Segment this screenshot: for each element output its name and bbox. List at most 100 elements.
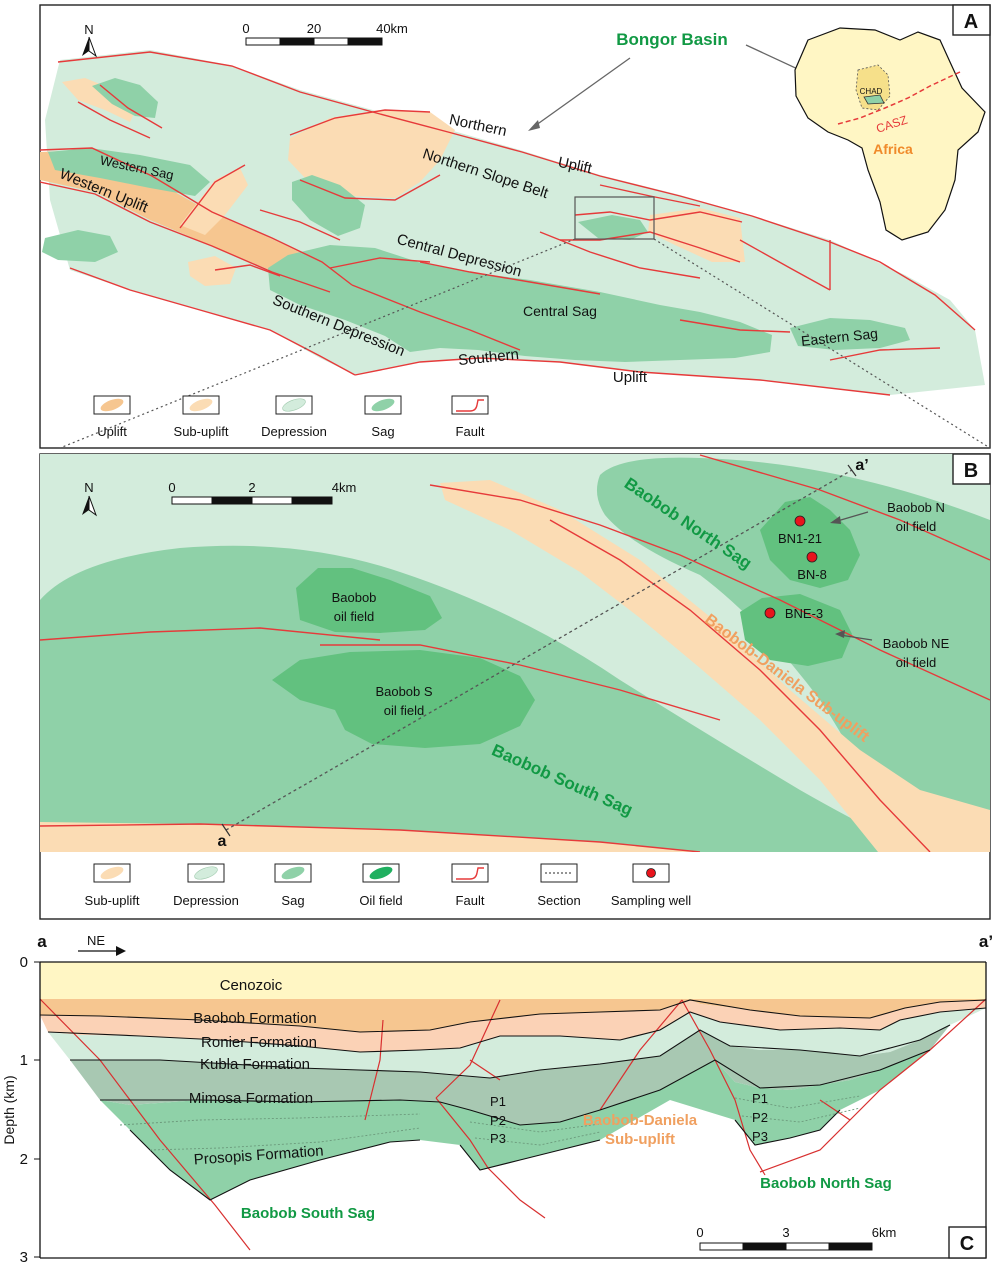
baobob-field-label-1: Baobob <box>332 590 377 605</box>
member-lines <box>119 1095 861 1151</box>
section-start-b: a <box>218 833 227 850</box>
central-sag-label: Central Sag <box>523 303 597 319</box>
svg-text:Sag: Sag <box>371 424 394 439</box>
well-bne-3 <box>764 607 776 619</box>
legend-b-sag: Sag <box>274 863 312 908</box>
member-p1-north: P1 <box>752 1091 768 1106</box>
baobob-daniela-sub-uplift-area <box>440 480 990 852</box>
scale-a-2: 40km <box>376 21 408 36</box>
legend-a: Uplift Sub-uplift Depression Sag Fault <box>93 395 489 439</box>
well-bn-8 <box>806 551 818 563</box>
baobob-north-sag-label-c: Baobob North Sag <box>760 1175 892 1192</box>
ronier-formation-layer <box>40 1000 986 1052</box>
legend-a-sag: Sag <box>364 395 402 439</box>
north-arrow-a: N <box>82 22 98 58</box>
horizon-lines <box>39 999 987 1201</box>
northern-uplift-label: Uplift <box>556 154 594 178</box>
baobob-oil-field-area <box>296 568 442 633</box>
africa-label: Africa <box>873 141 913 157</box>
africa-outline <box>794 27 986 241</box>
north-arrow-b: N <box>82 480 98 517</box>
legend-b-sub-uplift: Sub-uplift <box>85 863 140 908</box>
depth-ticks: 0 1 2 3 <box>20 954 40 1266</box>
legend-b-fault: Fault <box>451 863 489 908</box>
kubla-formation-label: Kubla Formation <box>200 1056 310 1073</box>
svg-text:Sag: Sag <box>281 893 304 908</box>
member-p2-south: P2 <box>490 1113 506 1128</box>
cenozoic-label: Cenozoic <box>220 977 283 994</box>
bongor-basin-label: Bongor Basin <box>616 30 727 49</box>
legend-a-depression: Depression <box>261 395 327 439</box>
sub-uplift-label-c-2: Sub-uplift <box>605 1131 675 1148</box>
svg-text:Uplift: Uplift <box>97 424 127 439</box>
baobob-s-label-2: oil field <box>384 703 424 718</box>
chad-label: CHAD <box>860 87 883 96</box>
section-boundaries <box>39 998 987 1251</box>
section-line-aa <box>225 469 853 831</box>
ronier-formation-label: Ronier Formation <box>201 1034 317 1051</box>
svg-text:Sampling well: Sampling well <box>611 893 691 908</box>
nw-subuplift <box>62 78 135 122</box>
member-p1-south: P1 <box>490 1094 506 1109</box>
well-bn1-21-label: BN1-21 <box>778 531 822 546</box>
west-small-sag <box>42 230 118 262</box>
sampling-wells: BN1-21 BN-8 BNE-3 <box>764 515 827 621</box>
scale-bar-c: 0 3 6km <box>696 1225 896 1251</box>
western-sag-area <box>48 148 210 196</box>
svg-text:Sub-uplift: Sub-uplift <box>174 424 229 439</box>
mimosa-formation-label: Mimosa Formation <box>189 1090 313 1107</box>
well-bne-3-label: BNE-3 <box>785 606 823 621</box>
scale-bar-a: 0 20 40km <box>242 21 408 46</box>
direction-label: NE <box>87 933 105 948</box>
panel-c: 0 1 2 3 Depth (km) a a’ NE C Cenozoic Ba… <box>1 932 993 1266</box>
scale-c-0: 0 <box>696 1225 703 1240</box>
svg-text:Oil field: Oil field <box>359 893 402 908</box>
casz-line <box>837 71 961 125</box>
legend-b: Sub-uplift Depression Sag Oil field Faul <box>85 863 691 908</box>
member-p3-north: P3 <box>752 1129 768 1144</box>
panel-letter-b: B <box>964 460 978 482</box>
svg-text:1: 1 <box>20 1052 28 1069</box>
scale-b-2: 4km <box>332 480 357 495</box>
panel-a: N 0 20 40km A Bongor Basin CHAD CASZ <box>39 4 991 449</box>
legend-b-section: Section <box>537 863 581 908</box>
member-p2-north: P2 <box>752 1110 768 1125</box>
legend-a-uplift: Uplift <box>93 395 131 439</box>
scale-bar-b: 0 2 4km <box>168 480 357 505</box>
baobob-s-oil-field-area <box>272 650 535 748</box>
svg-text:Depression: Depression <box>173 893 239 908</box>
scale-b-1: 2 <box>248 480 255 495</box>
western-uplift-strip <box>180 168 248 235</box>
bongor-basin-depression <box>45 50 985 395</box>
legend-a-fault: Fault <box>451 395 489 439</box>
svg-text:Sub-uplift: Sub-uplift <box>85 893 140 908</box>
svg-text:Depression: Depression <box>261 424 327 439</box>
panel-letter-a: A <box>964 11 978 33</box>
sw-subuplift <box>188 256 236 286</box>
inset-basin <box>863 94 885 105</box>
bongor-arrow-map <box>531 57 631 129</box>
section-end-c: a’ <box>979 932 993 951</box>
east-subuplift <box>648 208 745 262</box>
section-end-b: a’ <box>855 457 868 474</box>
cenozoic-layer <box>40 962 986 999</box>
svg-text:3: 3 <box>20 1249 28 1266</box>
panel-letter-c: C <box>960 1233 974 1255</box>
scale-a-0: 0 <box>242 21 249 36</box>
prosopis-formation-layer <box>100 1050 930 1200</box>
study-sag-a <box>578 215 648 240</box>
central-north-sag <box>292 175 365 236</box>
svg-text:0: 0 <box>20 954 28 971</box>
scale-c-1: 3 <box>782 1225 789 1240</box>
north-label-a: N <box>84 22 93 37</box>
south-edge-sub-uplift <box>40 822 700 852</box>
southern-label: Southern <box>457 346 519 369</box>
well-bn1-21 <box>794 515 806 527</box>
africa-inset: CHAD CASZ Africa <box>794 27 986 241</box>
legend-b-depression: Depression <box>173 863 239 908</box>
well-bn-8-label: BN-8 <box>797 567 827 582</box>
baobob-ne-label-1: Baobob NE <box>883 636 950 651</box>
section-start-c: a <box>37 932 47 951</box>
baobob-south-sag-label-c: Baobob South Sag <box>241 1205 375 1222</box>
faults-b <box>40 454 990 852</box>
